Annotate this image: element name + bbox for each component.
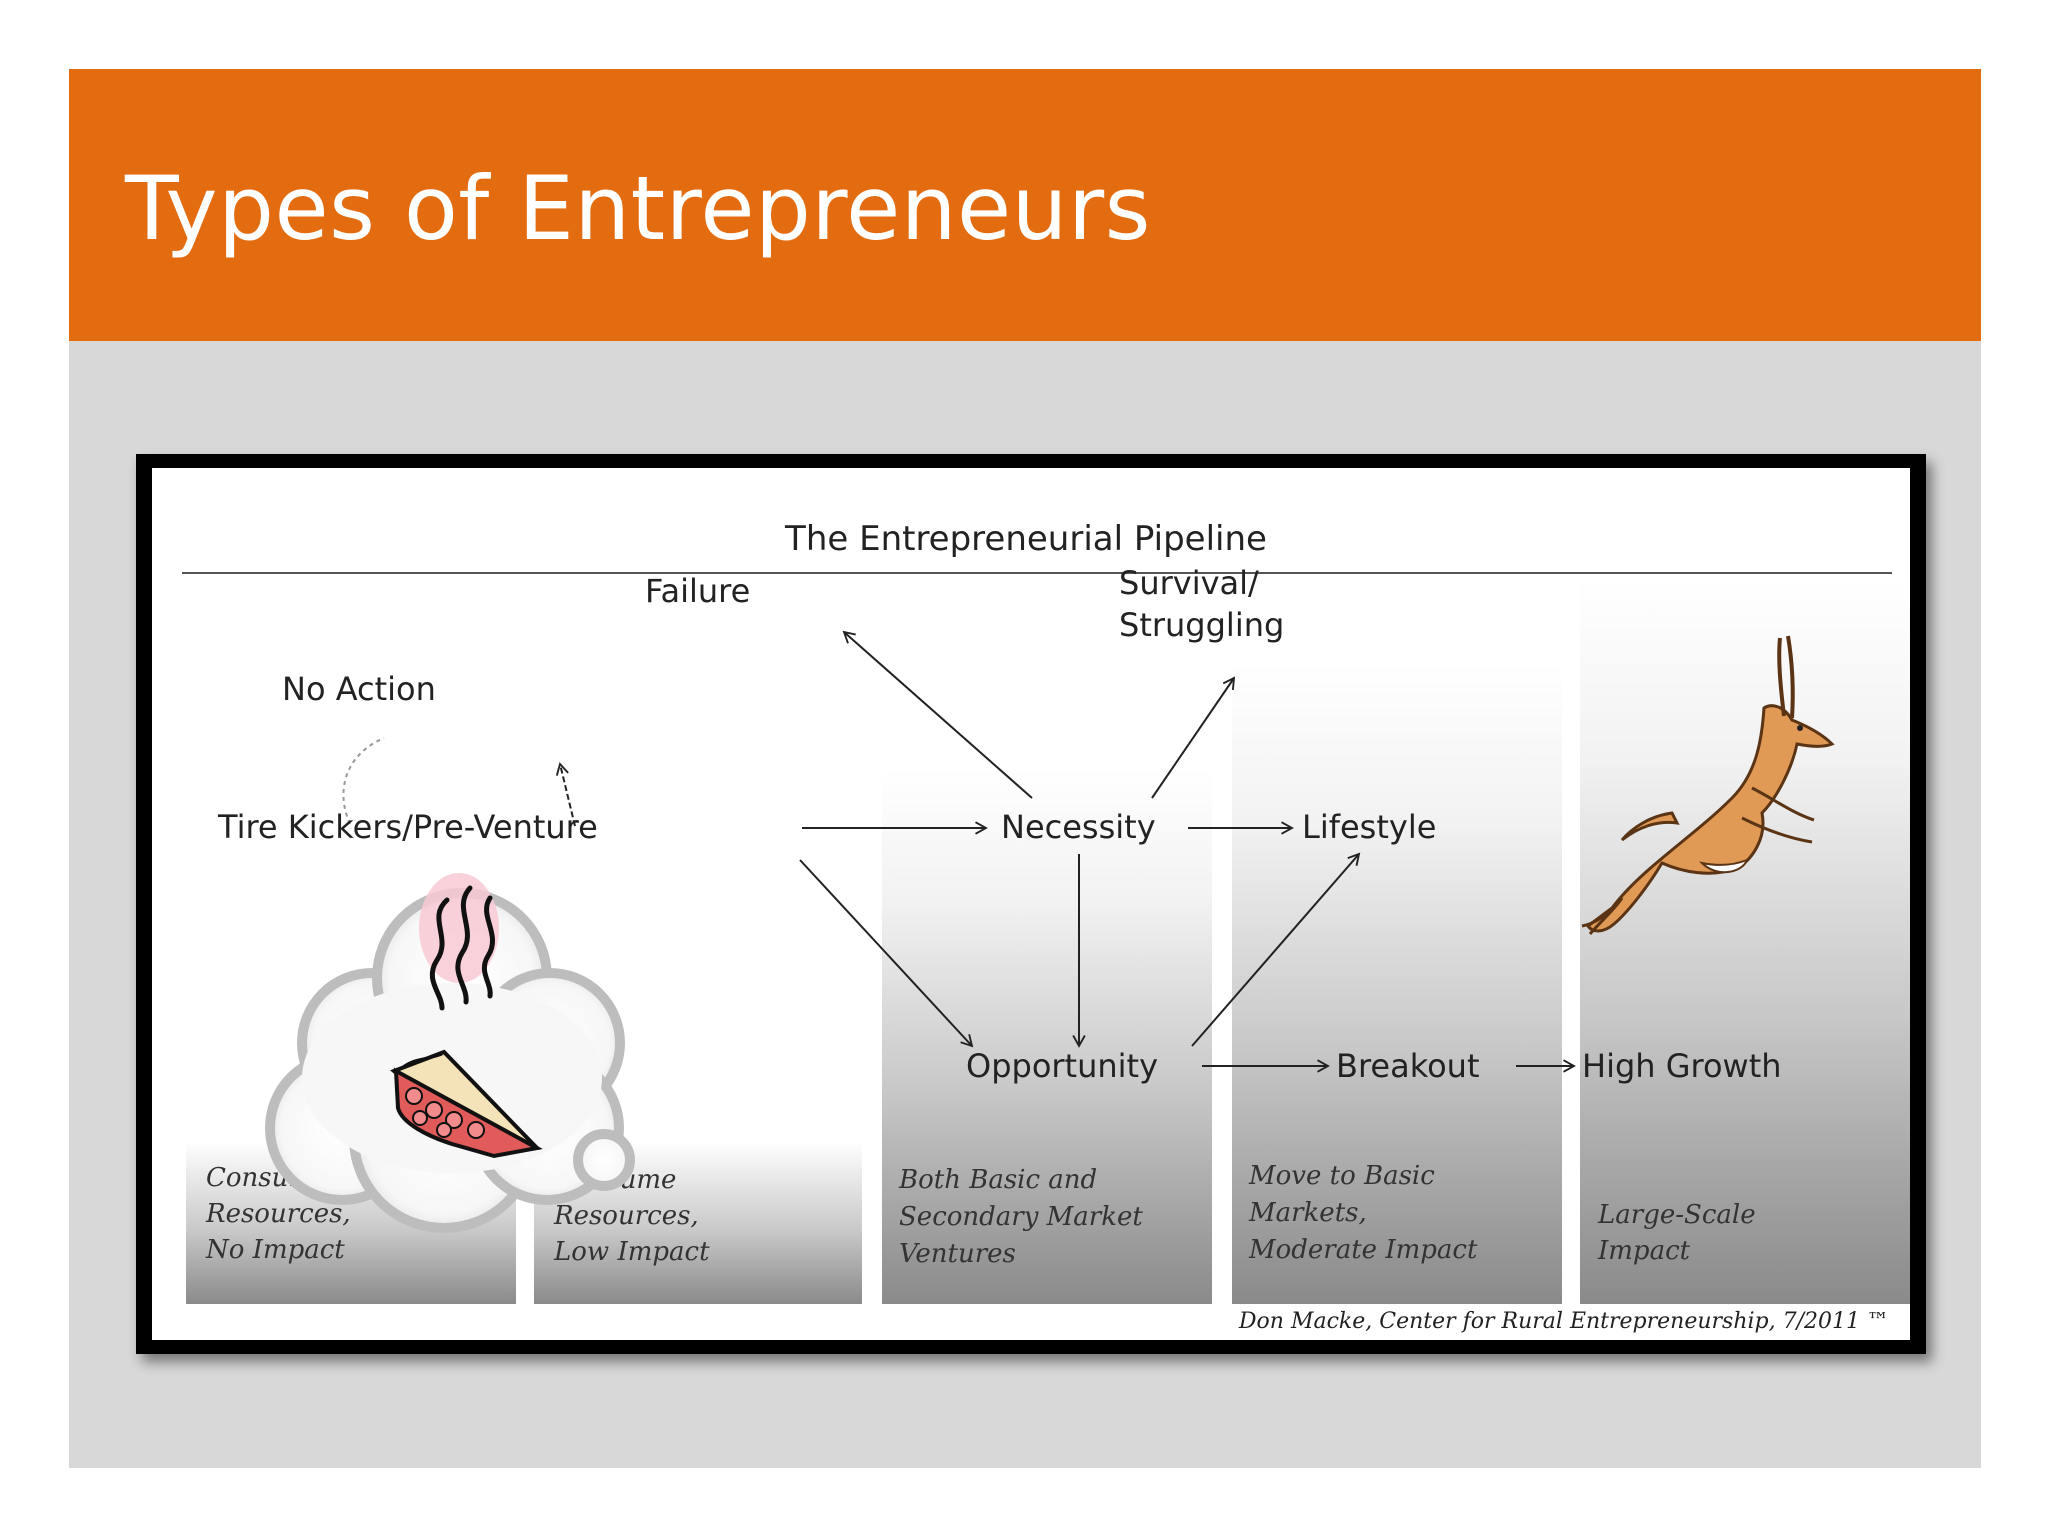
arrow-tire-to-opportunity <box>799 859 974 1048</box>
col4-line3: Moderate Impact <box>1248 1235 1478 1265</box>
node-necessity: Necessity <box>1001 808 1156 846</box>
gazelle-icon <box>1581 635 1835 935</box>
node-lifestyle: Lifestyle <box>1302 808 1436 846</box>
arrow-necessity-to-failure <box>842 630 1033 799</box>
pipeline-arrows <box>342 630 1576 1073</box>
column-panel-3 <box>882 768 1212 1304</box>
node-survival-line1: Survival/ <box>1119 564 1259 602</box>
arrow-necessity-to-survival <box>1151 676 1236 799</box>
col3-line3: Ventures <box>899 1239 1016 1269</box>
col3-line2: Secondary Market <box>899 1202 1143 1232</box>
col1-line2: Resources, <box>205 1199 351 1229</box>
slide-title: Types of Entrepreneurs <box>125 157 1151 260</box>
col1-line3: No Impact <box>205 1235 345 1265</box>
col3-line1: Both Basic and <box>898 1165 1097 1195</box>
diagram-frame: The Entrepreneurial Pipeline <box>136 454 1926 1354</box>
col4-line1: Move to Basic <box>1248 1161 1435 1191</box>
node-failure: Failure <box>645 572 750 610</box>
col2-line3: Low Impact <box>553 1237 710 1267</box>
node-tire-kickers: Tire Kickers/Pre-Venture <box>217 808 598 846</box>
node-breakout: Breakout <box>1336 1047 1480 1085</box>
pie-icon <box>390 873 543 1159</box>
node-no-action: No Action <box>282 670 436 708</box>
column-panel-5 <box>1580 578 1910 1304</box>
col4-line2: Markets, <box>1248 1198 1367 1228</box>
diagram-title: The Entrepreneurial Pipeline <box>784 519 1267 559</box>
diagram-credit: Don Macke, Center for Rural Entrepreneur… <box>1238 1309 1889 1334</box>
column-panel-4 <box>1232 663 1562 1304</box>
title-bar: Types of Entrepreneurs <box>69 69 1981 341</box>
arrow-tire-to-noaction <box>555 762 576 827</box>
pipeline-diagram: The Entrepreneurial Pipeline <box>152 468 1910 1340</box>
col5-line1: Large-Scale <box>1597 1200 1756 1230</box>
col2-line2: Resources, <box>553 1201 699 1231</box>
arrow-opportunity-to-lifestyle <box>1191 852 1361 1047</box>
arrow-noaction-loop <box>342 737 385 825</box>
col5-line2: Impact <box>1597 1236 1691 1266</box>
node-opportunity: Opportunity <box>966 1047 1158 1085</box>
slide: Types of Entrepreneurs <box>69 69 1981 1468</box>
node-survival-line2: Struggling <box>1119 606 1284 644</box>
node-high-growth: High Growth <box>1582 1047 1782 1085</box>
